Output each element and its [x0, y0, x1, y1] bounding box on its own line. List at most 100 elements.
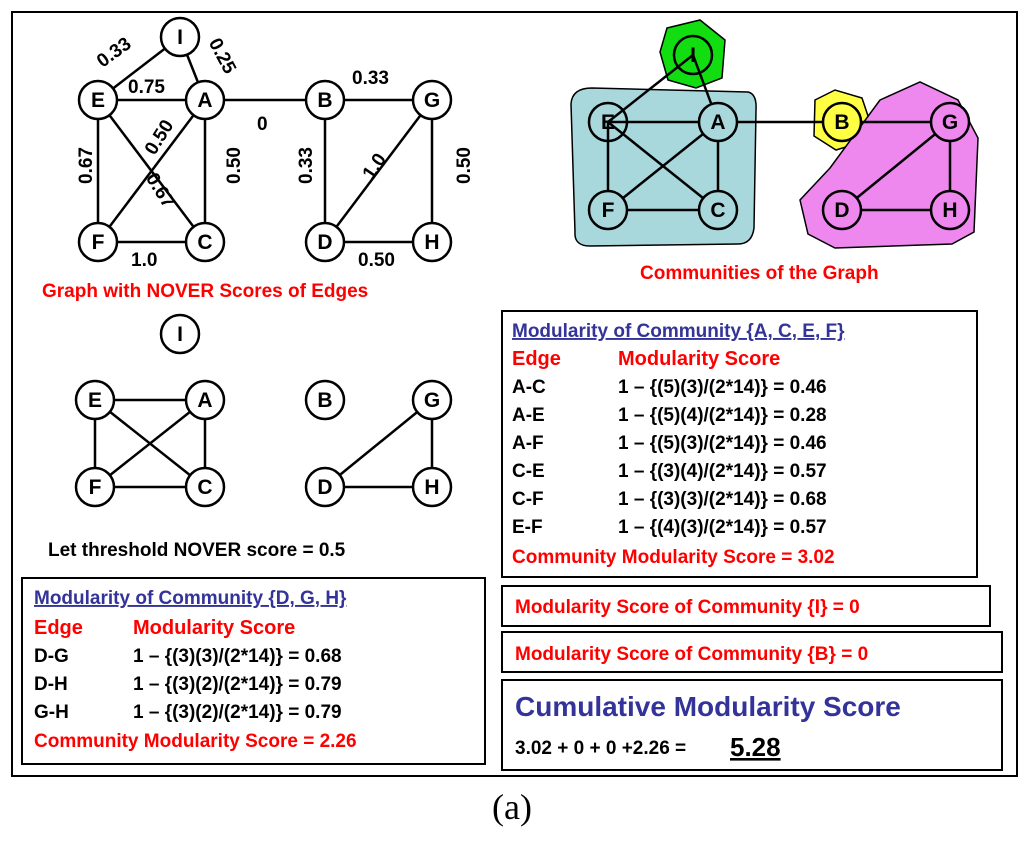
- svg-text:D-G: D-G: [34, 646, 69, 667]
- graph-node: G: [929, 101, 971, 143]
- box-i-text: Modularity Score of Community {I} = 0: [515, 597, 860, 618]
- svg-text:A: A: [710, 111, 725, 134]
- community-graph-nodes: I E A F C B G D H: [587, 34, 971, 231]
- svg-text:E-F: E-F: [512, 517, 543, 538]
- edge-label: 1.0: [131, 250, 157, 271]
- svg-text:I: I: [177, 26, 183, 49]
- box-aecf-header-score: Modularity Score: [618, 348, 780, 370]
- edge-label: 0.50: [141, 116, 178, 158]
- modularity-box-aecf: Modularity of Community {A, C, E, F} Edg…: [501, 310, 978, 578]
- box-dgh-title: Modularity of Community {D, G, H}: [34, 588, 347, 609]
- edge-label: 1.0: [359, 150, 391, 184]
- outer-frame: [11, 11, 1018, 777]
- graph-node: D: [304, 221, 346, 263]
- svg-text:1 – {(4)(3)/(2*14)} = 0.57: 1 – {(4)(3)/(2*14)} = 0.57: [618, 517, 827, 538]
- box-aecf-title: Modularity of Community {A, C, E, F}: [512, 321, 845, 342]
- svg-text:H: H: [424, 476, 439, 499]
- box-dgh-header-score: Modularity Score: [133, 617, 295, 639]
- edge-label: 0.33: [352, 68, 389, 89]
- graph-node: C: [184, 466, 226, 508]
- svg-text:F: F: [89, 476, 102, 499]
- svg-text:1 – {(3)(3)/(2*14)} = 0.68: 1 – {(3)(3)/(2*14)} = 0.68: [618, 489, 827, 510]
- svg-text:A: A: [197, 389, 212, 412]
- figure-caption: (a): [492, 787, 532, 827]
- svg-text:C-E: C-E: [512, 461, 545, 482]
- box-dgh-total: Community Modularity Score = 2.26: [34, 731, 357, 752]
- graph-node: C: [697, 189, 739, 231]
- svg-text:A-C: A-C: [512, 377, 546, 398]
- edge-label: 0: [257, 114, 268, 135]
- svg-text:1 – {(5)(3)/(2*14)} = 0.46: 1 – {(5)(3)/(2*14)} = 0.46: [618, 377, 827, 398]
- graph-node: E: [74, 379, 116, 421]
- nover-graph-nodes: I E A F C B G D H: [77, 16, 453, 263]
- graph-node: A: [184, 79, 226, 121]
- svg-text:I: I: [690, 44, 696, 67]
- threshold-graph-nodes: I E A F C B G D H: [74, 313, 453, 508]
- graph-node: D: [821, 189, 863, 231]
- nover-graph-caption: Graph with NOVER Scores of Edges: [42, 281, 368, 302]
- graph-node: H: [411, 466, 453, 508]
- graph-node: B: [304, 379, 346, 421]
- box-aecf-row: A-E 1 – {(5)(4)/(2*14)} = 0.28: [512, 405, 827, 426]
- svg-text:E: E: [91, 89, 105, 112]
- svg-text:A-F: A-F: [512, 433, 544, 454]
- graph-node: H: [929, 189, 971, 231]
- graph-node: F: [77, 221, 119, 263]
- graph-node: G: [411, 379, 453, 421]
- svg-text:H: H: [424, 231, 439, 254]
- graph-node: C: [184, 221, 226, 263]
- edge-g-d: [324, 99, 433, 243]
- svg-text:B: B: [317, 89, 332, 112]
- graph-node: I: [159, 313, 201, 355]
- graph-node: G: [411, 79, 453, 121]
- edge-label: 0.25: [204, 35, 240, 78]
- graph-node: E: [587, 101, 629, 143]
- svg-text:G: G: [424, 89, 440, 112]
- svg-text:1 – {(3)(2)/(2*14)} = 0.79: 1 – {(3)(2)/(2*14)} = 0.79: [133, 674, 342, 695]
- box-dgh-header-edge: Edge: [34, 617, 83, 639]
- svg-text:C: C: [197, 231, 212, 254]
- box-aecf-row: E-F 1 – {(4)(3)/(2*14)} = 0.57: [512, 517, 827, 538]
- graph-node: B: [821, 101, 863, 143]
- graph-node: A: [184, 379, 226, 421]
- svg-text:C-F: C-F: [512, 489, 544, 510]
- cumulative-box: Cumulative Modularity Score 3.02 + 0 + 0…: [501, 679, 1003, 771]
- edge-label: 0.75: [128, 77, 165, 98]
- svg-text:E: E: [601, 111, 615, 134]
- svg-text:A-E: A-E: [512, 405, 545, 426]
- cumulative-formula: 3.02 + 0 + 0 +2.26 =: [515, 738, 686, 759]
- box-b-text: Modularity Score of Community {B} = 0: [515, 644, 868, 665]
- modularity-box-i: Modularity Score of Community {I} = 0: [501, 585, 991, 627]
- edge-label: 0.67: [76, 147, 97, 184]
- edge-label: 0.33: [296, 147, 317, 184]
- communities-caption: Communities of the Graph: [640, 263, 879, 284]
- edge-label: 0.33: [93, 33, 135, 72]
- threshold-graph-edges: [93, 398, 434, 489]
- edge-label: 0.50: [358, 250, 395, 271]
- box-aecf-header-edge: Edge: [512, 348, 561, 370]
- cumulative-result: 5.28: [730, 732, 781, 762]
- edge-label: 0.50: [224, 147, 245, 184]
- svg-text:G-H: G-H: [34, 702, 69, 723]
- graph-node: F: [74, 466, 116, 508]
- svg-text:D: D: [834, 199, 849, 222]
- graph-node: E: [77, 79, 119, 121]
- community-blobs: [570, 19, 979, 249]
- svg-text:B: B: [834, 111, 849, 134]
- svg-text:A: A: [197, 89, 212, 112]
- graph-node: A: [697, 101, 739, 143]
- svg-text:H: H: [942, 199, 957, 222]
- svg-text:1 – {(5)(4)/(2*14)} = 0.28: 1 – {(5)(4)/(2*14)} = 0.28: [618, 405, 827, 426]
- graph-node: H: [411, 221, 453, 263]
- modularity-box-b: Modularity Score of Community {B} = 0: [501, 631, 1003, 673]
- box-aecf-row: A-C 1 – {(5)(3)/(2*14)} = 0.46: [512, 377, 827, 398]
- graph-node: F: [587, 189, 629, 231]
- threshold-caption: Let threshold NOVER score = 0.5: [48, 540, 346, 561]
- graph-node: D: [304, 466, 346, 508]
- edge-a-f: [97, 99, 206, 243]
